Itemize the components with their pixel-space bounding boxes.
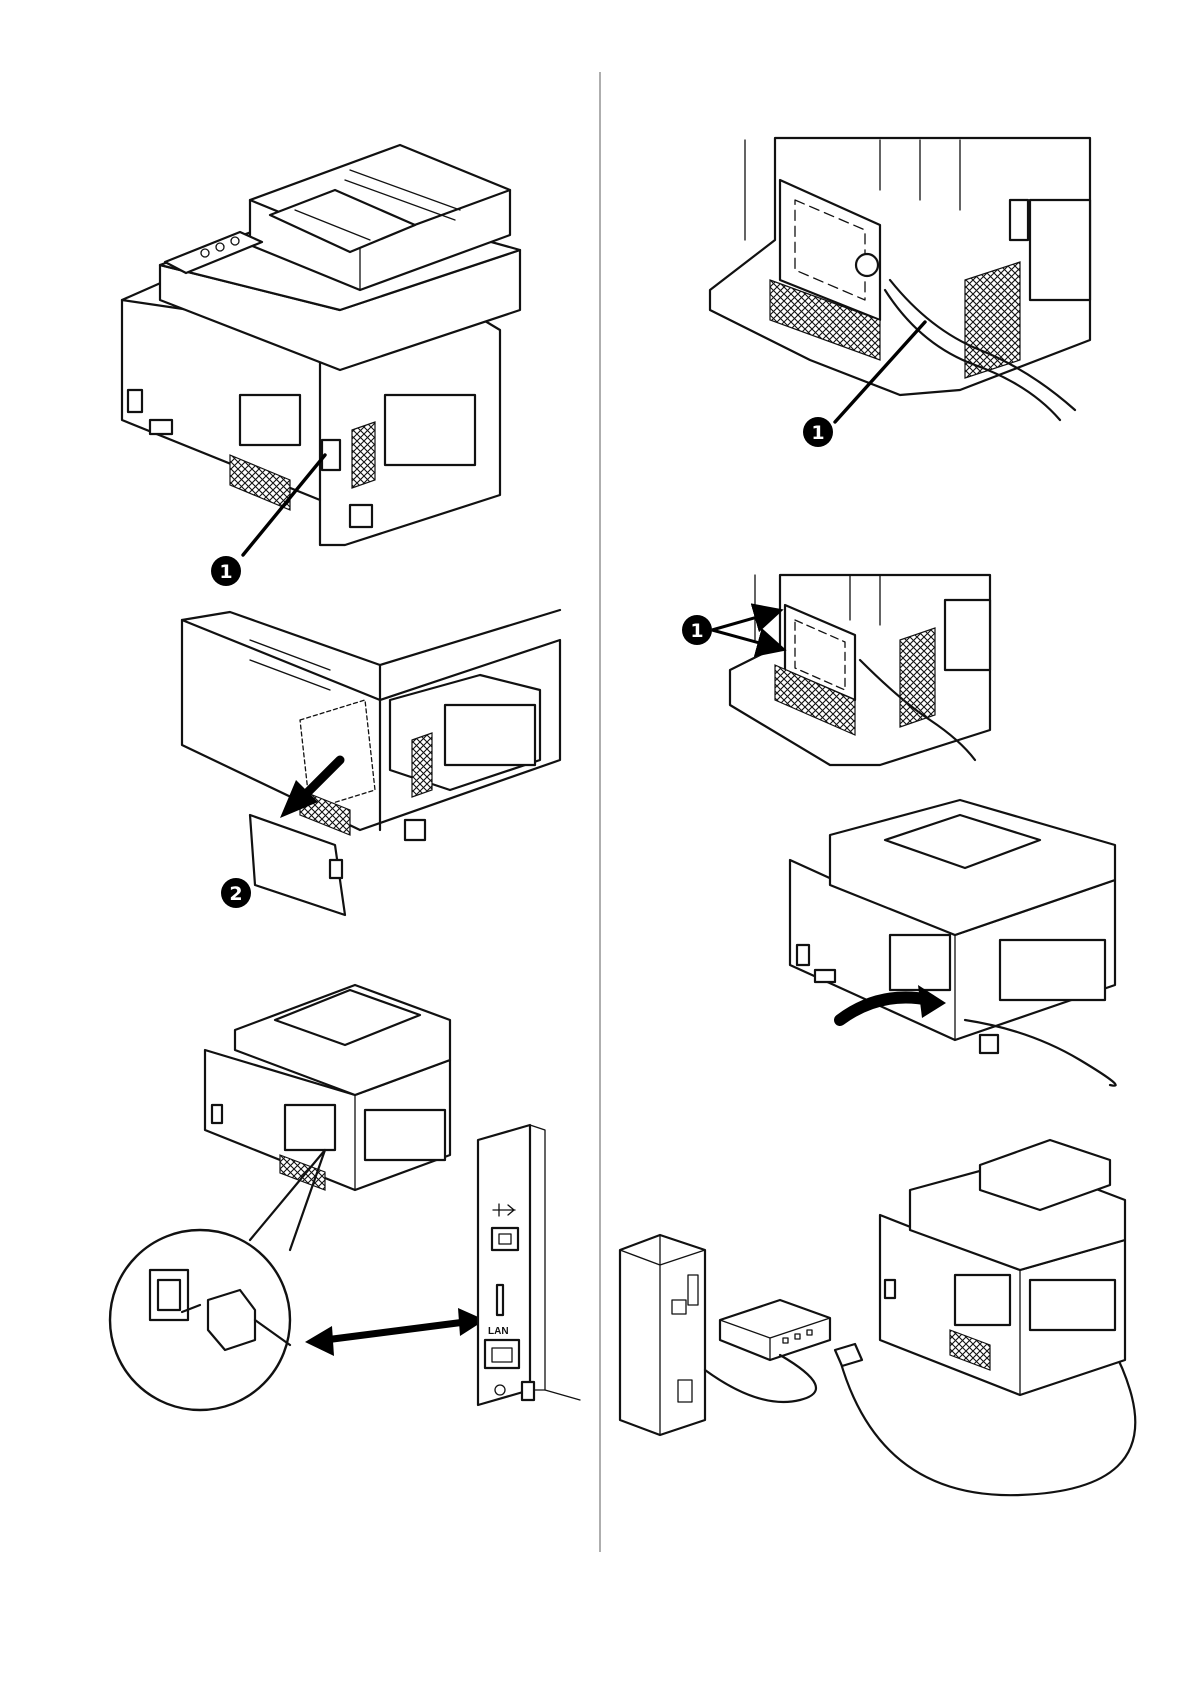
lan-port-label: LAN <box>488 1326 509 1337</box>
step1-callout: 1 <box>211 556 241 586</box>
step1-callout-number: 1 <box>219 561 232 583</box>
step3-double-arrow <box>305 1308 485 1356</box>
step2-cover-removal <box>182 610 560 915</box>
step6-refit-cover <box>790 800 1116 1086</box>
step7-network-setup <box>620 1140 1135 1495</box>
step5-callout-number: 1 <box>690 620 703 642</box>
step3-rear-port-panel: LAN <box>478 1125 580 1405</box>
step4-callout: 1 <box>803 417 833 447</box>
network-port-icon <box>485 1340 519 1368</box>
step3-zoom-bubble <box>110 1150 325 1410</box>
step1-printer-illustration <box>122 145 520 555</box>
step2-callout: 2 <box>221 878 251 908</box>
step4-closeup <box>710 138 1090 422</box>
step5-callout: 1 <box>682 615 712 645</box>
step3-printer-small <box>205 985 450 1190</box>
step2-callout-number: 2 <box>229 883 242 905</box>
step4-callout-number: 1 <box>811 422 824 444</box>
step5-closeup <box>730 575 990 765</box>
step5-arrows <box>712 612 778 648</box>
